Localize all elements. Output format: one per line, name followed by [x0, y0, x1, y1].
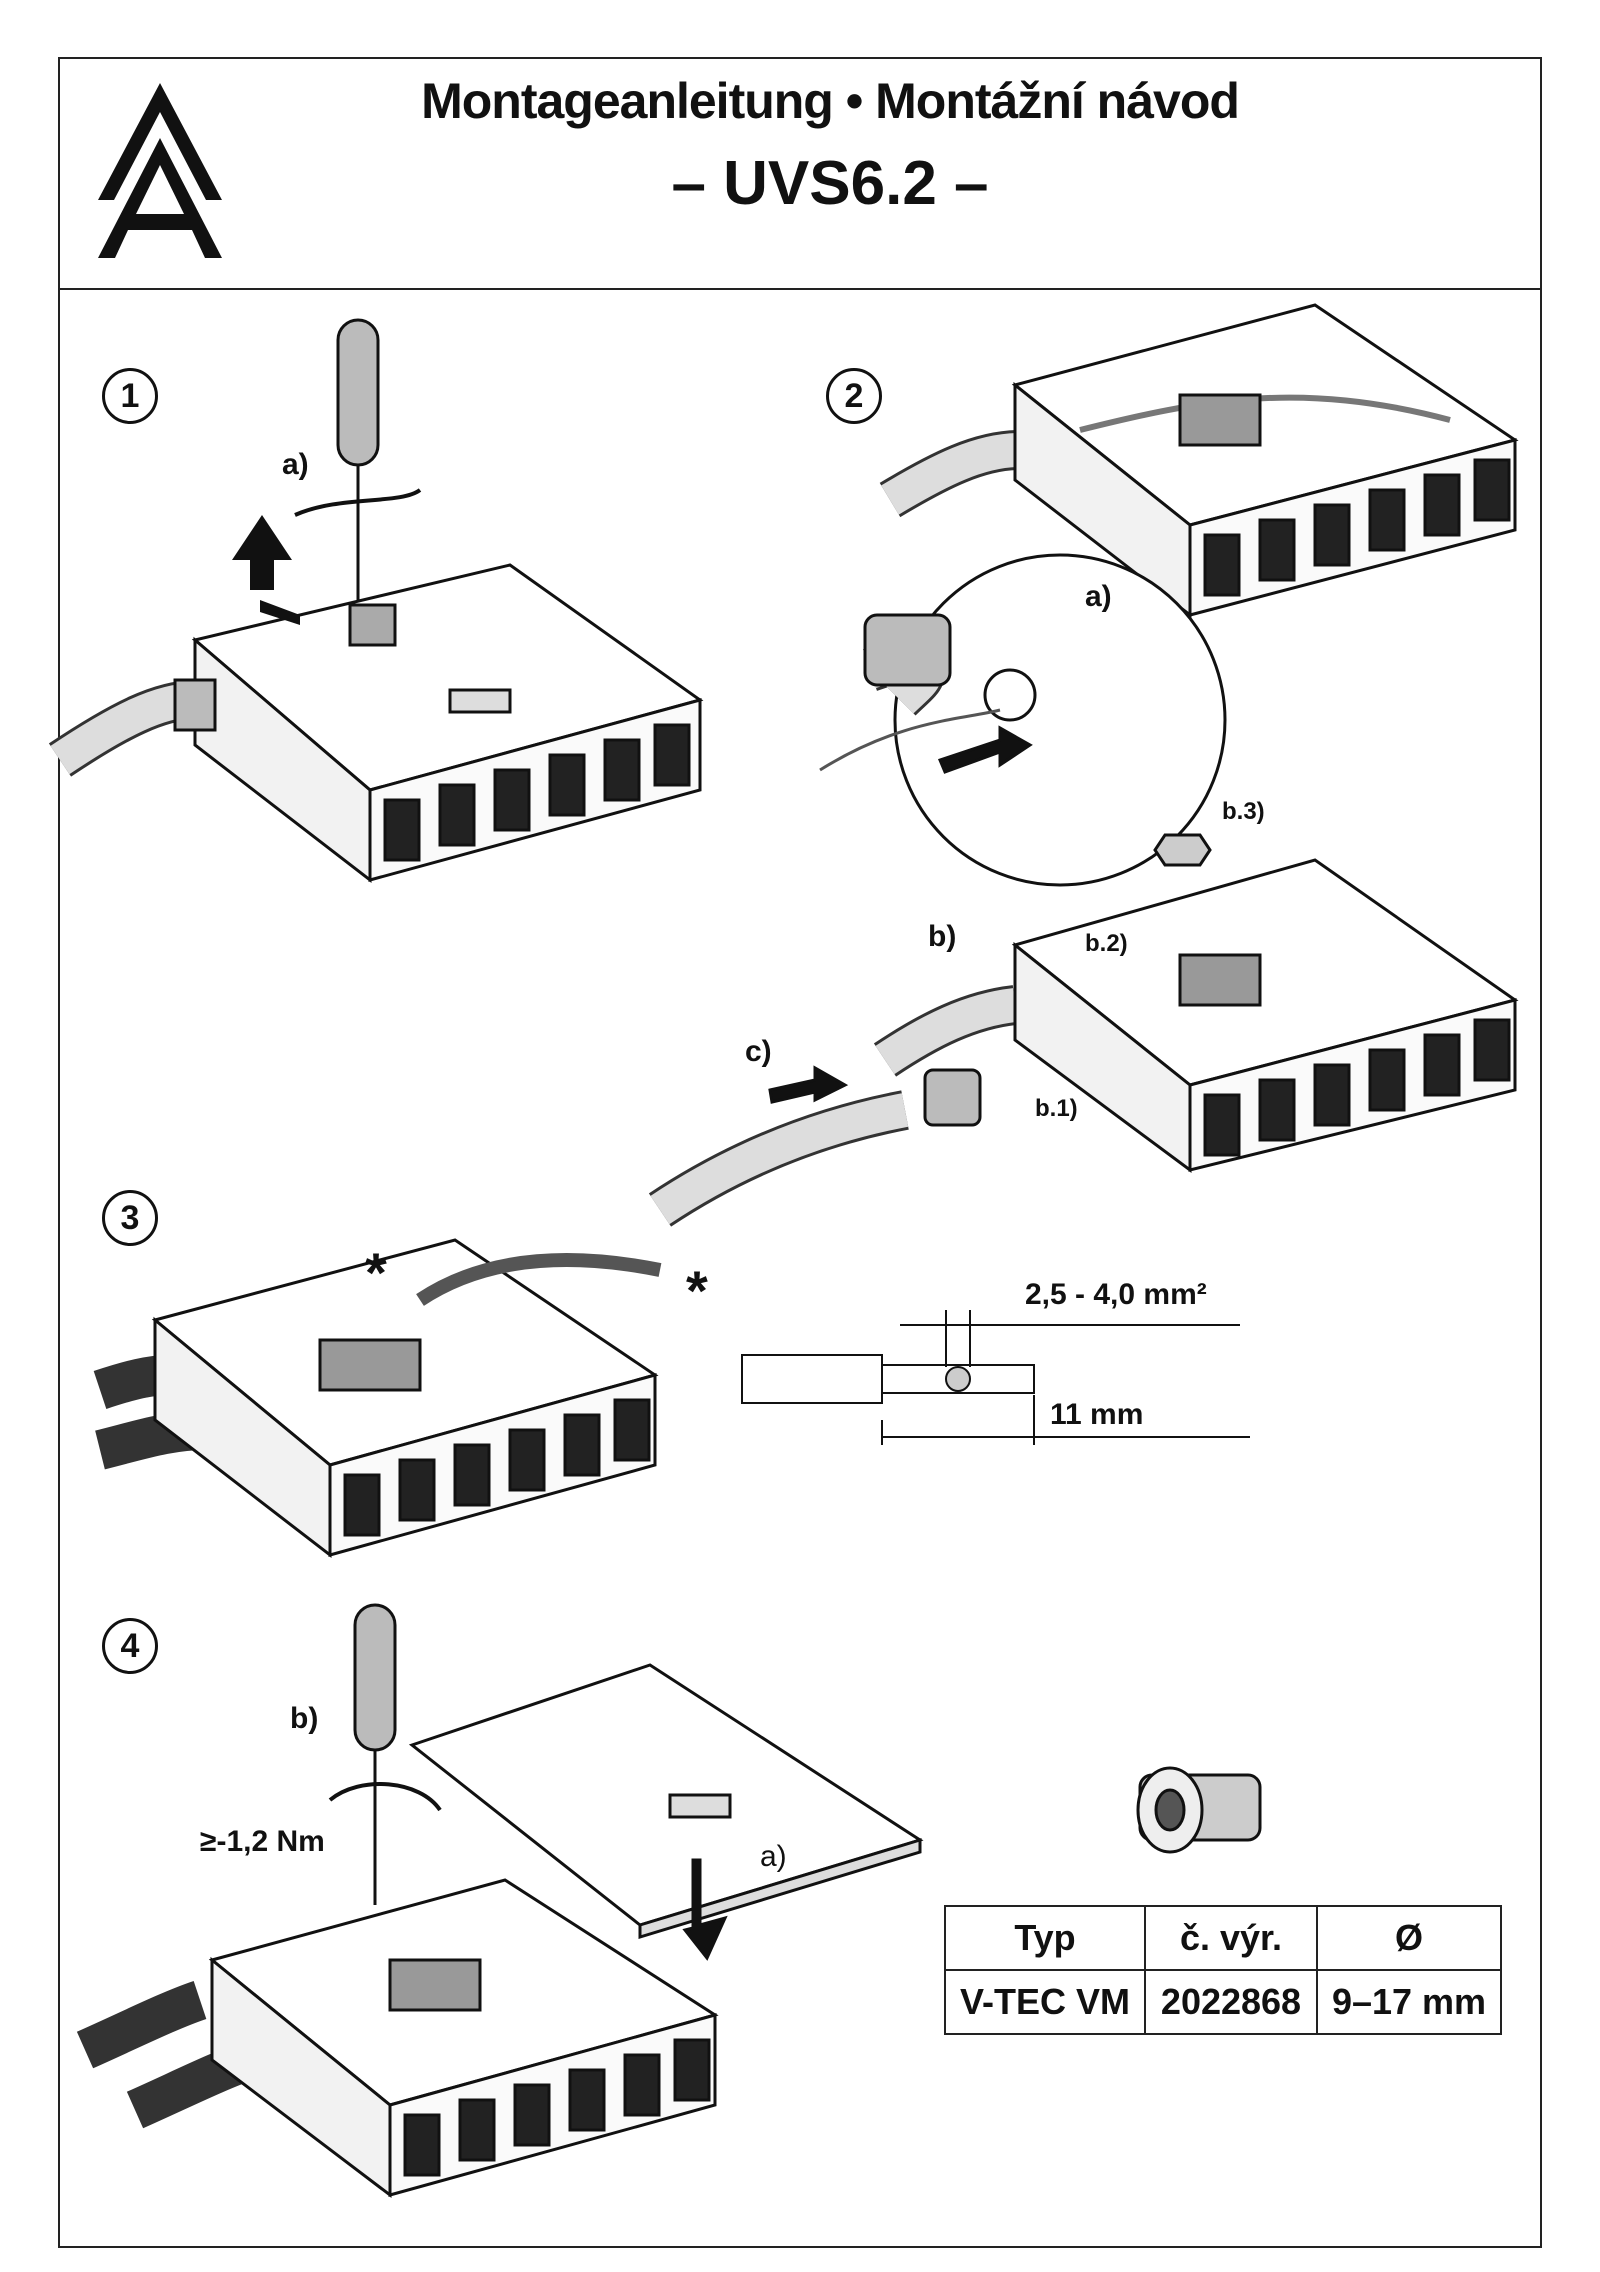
asterisk-mark: *: [365, 1241, 387, 1304]
junction-box-step1: [48, 563, 704, 884]
step2-label-b: b): [928, 920, 957, 953]
torque-label: ≥-1,2 Nm: [200, 1825, 325, 1858]
rotate-arrow-step4-icon: [328, 1782, 442, 1812]
step2-label-b2: b.2): [1085, 930, 1128, 957]
header-type: Typ: [944, 1905, 1146, 1971]
junction-box-step4: [76, 1878, 719, 2199]
parts-table: Typ č. výr. Ø V-TEC VM 2022868 9–17 mm: [944, 1905, 1502, 2035]
model-title: – UVS6.2 –: [671, 149, 989, 218]
asterisk-mark: *: [686, 1259, 708, 1322]
step2-label-c: c): [745, 1035, 772, 1068]
table-header-row: Typ č. výr. Ø: [944, 1905, 1502, 1971]
step1-label-a: a): [282, 448, 309, 481]
cell-diameter: 9–17 mm: [1316, 1969, 1502, 2035]
step-number-2: 2: [826, 368, 882, 424]
step4-label-a: a): [760, 1840, 787, 1873]
page-frame: [58, 57, 1542, 2248]
cell-type: V-TEC VM: [944, 1969, 1146, 2035]
step-number-3: 3: [102, 1190, 158, 1246]
step-number-1: 1: [102, 368, 158, 424]
logo: [98, 83, 222, 258]
junction-box-step2: [879, 303, 1519, 619]
cable-gland-image: [1136, 1766, 1262, 1854]
step2-label-b1: b.1): [1035, 1095, 1078, 1122]
header-divider: [58, 288, 1542, 290]
cross-section-label: 2,5 - 4,0 mm²: [1025, 1278, 1207, 1311]
junction-box-step2b: [648, 833, 1519, 1227]
screwdriver-step1: [336, 318, 380, 600]
table-row: V-TEC VM 2022868 9–17 mm: [944, 1969, 1502, 2035]
step-number-4: 4: [102, 1618, 158, 1674]
header-article-no: č. výr.: [1144, 1905, 1318, 1971]
step2-label-a: a): [1085, 580, 1112, 613]
detail-content: [819, 613, 1037, 774]
strip-length-label: 11 mm: [1050, 1398, 1144, 1431]
detail-magnifier: [893, 553, 1227, 887]
arrow-lift-icon: [232, 515, 300, 625]
screwdriver-step4: [353, 1603, 397, 1905]
junction-box-step3: [93, 1238, 662, 1559]
strip-dimension-diagram: [741, 1310, 1250, 1445]
rotate-arrow-icon: [294, 488, 422, 517]
cell-article-no: 2022868: [1144, 1969, 1318, 2035]
header-diameter: Ø: [1316, 1905, 1502, 1971]
step2-label-b3: b.3): [1222, 798, 1265, 825]
document-title: Montageanleitung • Montážní návod: [421, 73, 1240, 129]
step4-label-b: b): [290, 1702, 319, 1735]
cover-lid: [408, 1663, 924, 1961]
